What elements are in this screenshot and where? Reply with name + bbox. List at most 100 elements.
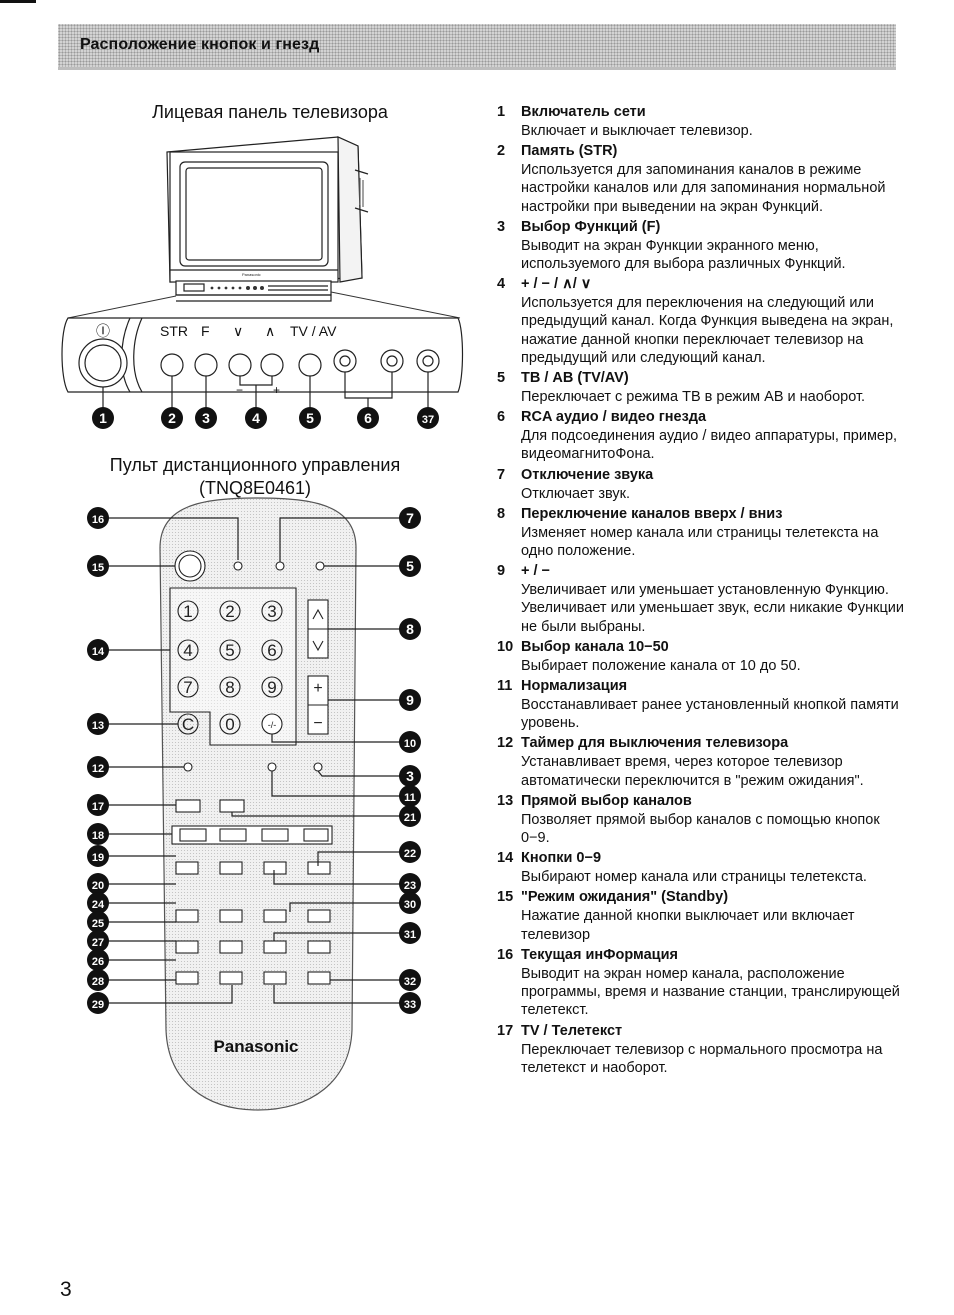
item-title: Текущая инФормация — [521, 946, 678, 963]
callout-number: 22 — [404, 848, 416, 860]
callout-number: 20 — [92, 880, 104, 892]
tv-brand-logo: Panasonic — [242, 272, 261, 277]
remote-small-key — [219, 861, 243, 875]
item-number: 8 — [497, 505, 506, 522]
item-title: Память (STR) — [521, 143, 618, 160]
item-description: Для подсоединения аудио / видео аппарату… — [521, 428, 898, 463]
remote-key-label: 9 — [267, 678, 276, 697]
remote-caption-line1: Пульт дистанционного управления — [109, 455, 401, 475]
callout-number: 21 — [404, 812, 416, 824]
front-panel-caption: Лицевая панель телевизора — [120, 101, 420, 124]
callout-number: 23 — [404, 880, 416, 892]
callout-number: 5 — [406, 558, 414, 574]
item-heading: 15 "Режим ожидания" (Standby) — [497, 888, 907, 907]
remote-caption-line2: (TNQ8E0461) — [198, 478, 312, 498]
callout-badge: 9 — [399, 689, 421, 711]
item-title: Прямой выбор каналов — [521, 792, 692, 809]
list-item: 4+ / − / ∧/ ∨Используется для переключен… — [497, 275, 907, 367]
remote-leader-lines — [108, 517, 400, 1004]
callout-badge: 32 — [399, 969, 421, 991]
callout-badge: 37 — [417, 407, 439, 429]
item-number: 15 — [497, 889, 514, 906]
callout-badge: 6 — [357, 407, 379, 429]
callout-number: 11 — [404, 792, 416, 804]
item-title: Включатель сети — [521, 104, 646, 120]
front-panel-caption-text: Лицевая панель телевизора — [152, 102, 388, 122]
callout-number: 15 — [92, 562, 104, 574]
remote-key-label: + — [313, 680, 322, 697]
item-heading: 4+ / − / ∧/ ∨ — [497, 275, 907, 294]
callout-number: 3 — [406, 768, 414, 784]
callout-badge: 28 — [87, 969, 109, 991]
callout-badge: 17 — [87, 794, 109, 816]
item-description: Восстанавливает ранее установленный кноп… — [521, 697, 899, 732]
callout-number: 14 — [92, 646, 105, 658]
callout-badge: 5 — [399, 555, 421, 577]
remote-small-key — [307, 861, 331, 875]
section-header: Расположение кнопок и гнезд — [58, 24, 896, 70]
item-number: 4 — [497, 276, 506, 293]
label-tvav: TV / AV — [290, 323, 337, 339]
callout-number: 16 — [92, 514, 104, 526]
item-title: Переключение каналов вверх / вниз — [521, 505, 783, 522]
tv-illustration: Panasonic — [166, 136, 369, 302]
callout-number: 4 — [252, 410, 260, 426]
zoom-lines — [67, 291, 461, 319]
callout-badge: 24 — [87, 892, 109, 914]
remote-callouts: 1615141312171819202425272628297589103112… — [87, 507, 421, 1014]
item-description: Устанавливает время, через которое телев… — [521, 754, 864, 789]
callout-badge: 29 — [87, 992, 109, 1014]
remote-key-label: 3 — [267, 602, 276, 621]
remote-key-label: 4 — [183, 641, 192, 660]
remote-small-key — [307, 971, 331, 985]
label-down: ∨ — [233, 323, 243, 339]
remote-small-key — [263, 909, 287, 923]
item-heading: 14 Кнопки 0−9 — [497, 849, 907, 868]
item-title: Выбор Функций (F) — [521, 218, 661, 235]
item-title: Таймер для выключения телевизора — [521, 735, 789, 752]
page-number: 3 — [60, 1278, 72, 1301]
item-heading: 9+ / − — [497, 562, 907, 581]
callout-number: 33 — [404, 999, 416, 1011]
callout-badge: 13 — [87, 713, 109, 735]
item-title: Кнопки 0−9 — [521, 850, 602, 867]
callout-number: 26 — [92, 956, 104, 968]
callout-badge: 31 — [399, 922, 421, 944]
callout-number: 8 — [406, 621, 414, 637]
item-description: Переключает с режима ТВ в режим АВ и нао… — [521, 389, 866, 406]
remote-brand-logo: Panasonic — [213, 1037, 298, 1056]
callout-badge: 12 — [87, 756, 109, 778]
item-title: "Режим ожидания" (Standby) — [521, 889, 729, 906]
remote-small-key — [263, 971, 287, 985]
callout-number: 25 — [92, 918, 104, 930]
item-number: 14 — [497, 850, 514, 867]
remote-key-label: 6 — [267, 641, 276, 660]
callout-badge: 20 — [87, 873, 109, 895]
label-up: ∧ — [265, 323, 275, 339]
label-minus: − — [236, 383, 243, 397]
item-description: Выводит на экран Функции экранного меню,… — [521, 237, 846, 273]
item-description: Используется для запоминания каналов в р… — [521, 162, 886, 215]
item-title: ТВ / АВ (TV/AV) — [521, 370, 629, 387]
callout-number: 17 — [92, 801, 104, 813]
callout-badge: 16 — [87, 507, 109, 529]
callout-badge: 2 — [161, 407, 183, 429]
callout-badge: 10 — [399, 731, 421, 753]
item-number: 10 — [497, 638, 514, 655]
callout-number: 9 — [406, 692, 414, 708]
item-number: 17 — [497, 1022, 514, 1039]
remote-small-key — [307, 940, 331, 954]
